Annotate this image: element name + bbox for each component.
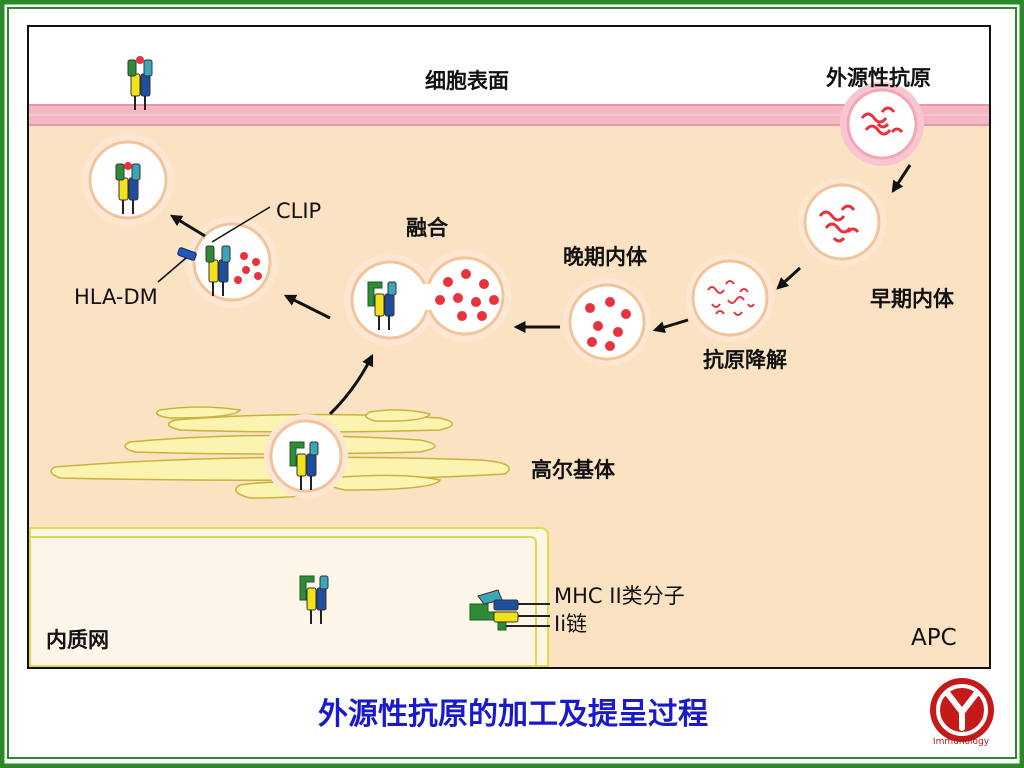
- antigen-degradation-label: 抗原降解: [703, 348, 787, 372]
- early-endosome-label: 早期内体: [870, 287, 954, 311]
- hla-dm-label: HLA-DM: [74, 285, 158, 309]
- golgi-vesicle: [264, 414, 348, 498]
- early-endosome-antigen: [798, 178, 886, 266]
- apc-label: APC: [911, 625, 957, 651]
- slide-title: 外源性抗原的加工及提呈过程: [318, 697, 708, 732]
- fusion-vesicle: [344, 250, 511, 346]
- clip-label: CLIP: [276, 199, 322, 223]
- ii-chain-label: Ii链: [554, 612, 588, 636]
- early-endosome-degrading: [686, 254, 774, 342]
- logo-text: Immunology: [932, 737, 990, 747]
- mhc-ii-ii-chain-legend: [469, 589, 550, 631]
- surface-mhc-peptide: [127, 56, 153, 111]
- immunology-logo: [930, 678, 994, 742]
- hla-dm-vesicle: [177, 216, 278, 308]
- cell-surface-label: 细胞表面: [425, 69, 509, 93]
- clip-leader-line: [211, 206, 271, 243]
- hla-dm-leader-line: [157, 257, 187, 283]
- late-endosome-label: 晚期内体: [563, 245, 647, 269]
- exogenous-antigen-label: 外源性抗原: [826, 66, 931, 90]
- golgi-label: 高尔基体: [531, 458, 615, 482]
- process-arrows: [169, 164, 912, 416]
- er-label: 内质网: [46, 628, 109, 652]
- late-endosome: [563, 278, 651, 366]
- mhc-class-ii-label: MHC II类分子: [554, 584, 685, 608]
- endoplasmic-reticulum: [29, 527, 549, 667]
- fusion-label: 融合: [406, 216, 448, 240]
- peptide-mhc-vesicle: [82, 134, 174, 226]
- exogenous-antigen-vesicle: [840, 82, 924, 166]
